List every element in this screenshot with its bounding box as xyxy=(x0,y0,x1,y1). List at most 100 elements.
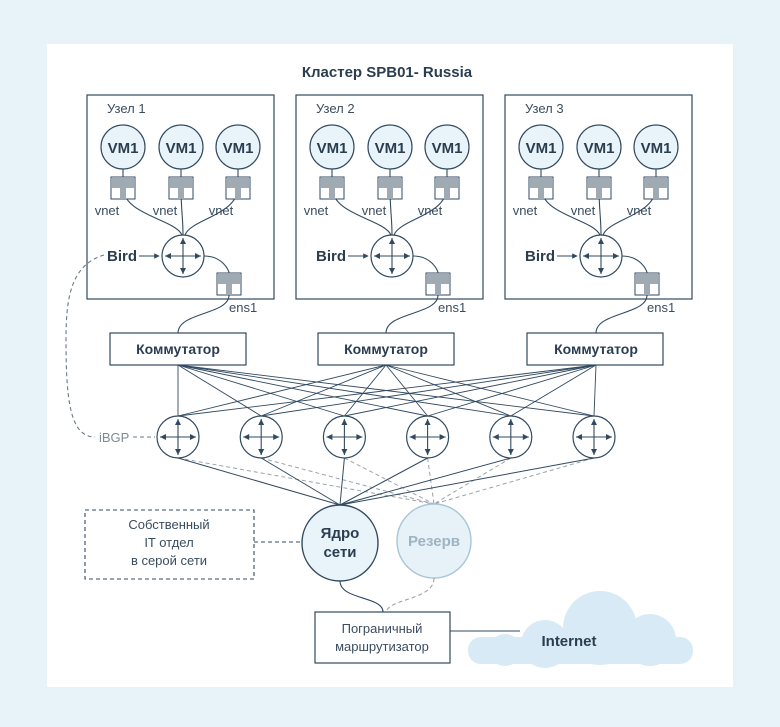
spine-core-link xyxy=(339,457,595,506)
vm-label: VM1 xyxy=(375,140,406,157)
vnet-label: vnet xyxy=(513,203,538,218)
switch-spine-link xyxy=(344,364,597,417)
border-router-line1: Пограничный xyxy=(342,621,423,636)
node-label: Узел 2 xyxy=(316,101,355,116)
spine-core-link xyxy=(339,457,511,506)
spine-core-link xyxy=(339,457,428,506)
border-router-box xyxy=(314,611,451,664)
spine-router-icon xyxy=(572,415,616,459)
switch-spine-link xyxy=(385,364,511,417)
vm-label: VM1 xyxy=(317,140,348,157)
vnet-port-icon xyxy=(225,176,251,200)
spine-reserve-link xyxy=(177,457,435,505)
node-1: Узел 1 VM1 VM1 VM1 vnet vnet vnet Bird xyxy=(86,94,275,315)
node-router-icon xyxy=(161,234,205,278)
vnet-label: vnet xyxy=(571,203,596,218)
vnet-port-icon xyxy=(110,176,136,200)
node-3: Узел 3 VM1 VM1 VM1 vnet vnet vnet Bird e… xyxy=(504,94,693,315)
spine-router-icon xyxy=(239,415,283,459)
vnet-label: vnet xyxy=(362,203,387,218)
vnet-label: vnet xyxy=(209,203,234,218)
switch-label: Коммутатор xyxy=(136,341,220,357)
router-uplink-link xyxy=(203,255,230,274)
it-department-box xyxy=(84,509,255,580)
switch-spine-link xyxy=(385,364,428,417)
vnet-port-icon xyxy=(168,176,194,200)
vnet-label: vnet xyxy=(627,203,652,218)
spine-reserve-link xyxy=(344,457,435,505)
internet-label: Internet xyxy=(541,633,596,650)
ens1-switch-link xyxy=(385,294,439,334)
ens1-switch-link xyxy=(177,294,230,334)
ens1-switch-link xyxy=(595,294,648,334)
spine-router-icon xyxy=(406,415,450,459)
node-label: Узел 3 xyxy=(525,101,564,116)
vm-label: VM1 xyxy=(526,140,557,157)
node-2: Узел 2 VM1 VM1 VM1 vnet vnet vnet Bird e… xyxy=(295,94,484,315)
bird-label: Bird xyxy=(525,248,555,265)
it-department-line2: IT отдел xyxy=(144,535,193,550)
ibgp-dashed-link xyxy=(65,254,105,438)
internet-cloud-icon xyxy=(468,591,693,668)
fabric-links xyxy=(177,364,597,506)
spine-reserve-link xyxy=(427,457,435,505)
spine-core-link xyxy=(339,457,345,506)
vm-label: VM1 xyxy=(108,140,139,157)
spine-reserve-link xyxy=(261,457,435,505)
switch-spine-link xyxy=(177,364,387,417)
spine-routers xyxy=(156,415,616,459)
switch-label: Коммутатор xyxy=(554,341,638,357)
vnet-port-icon xyxy=(319,176,345,200)
reserve-node: Резерв xyxy=(396,503,472,579)
vnet-port-icon xyxy=(643,176,669,200)
vm-label: VM1 xyxy=(166,140,197,157)
switch-3: Коммутатор xyxy=(526,332,664,366)
vm-label: VM1 xyxy=(641,140,672,157)
switch-spine-link xyxy=(510,364,597,417)
switch-spine-link xyxy=(261,364,597,417)
ens1-port-icon xyxy=(425,272,451,296)
core-label-line2: сети xyxy=(323,544,356,561)
spine-router-icon xyxy=(489,415,533,459)
switch-spine-link xyxy=(593,364,597,417)
ens1-label: ens1 xyxy=(647,300,675,315)
border-router-line2: маршрутизатор xyxy=(335,639,429,654)
router-uplink-link xyxy=(412,255,439,274)
reserve-label: Резерв xyxy=(408,533,460,550)
bird-label: Bird xyxy=(107,248,137,265)
spine-core-link xyxy=(260,457,341,506)
switch-2: Коммутатор xyxy=(317,332,455,366)
core-border-link xyxy=(339,580,384,613)
switch-spine-link xyxy=(344,364,387,417)
vm-label: VM1 xyxy=(432,140,463,157)
it-department-line3: в серой сети xyxy=(131,553,207,568)
vnet-port-icon xyxy=(528,176,554,200)
core-node: Ядро сети xyxy=(301,504,379,582)
core-label-line1: Ядро xyxy=(321,525,360,542)
vm-label: VM1 xyxy=(584,140,615,157)
vnet-port-icon xyxy=(434,176,460,200)
spine-core-link xyxy=(177,457,341,506)
node-router-icon xyxy=(370,234,414,278)
vnet-label: vnet xyxy=(95,203,120,218)
switch-spine-link xyxy=(385,364,595,417)
switch-label: Коммутатор xyxy=(344,341,428,357)
switch-1: Коммутатор xyxy=(109,332,247,366)
ibgp-label: iBGP xyxy=(99,430,129,445)
ens1-label: ens1 xyxy=(438,300,466,315)
switch-spine-link xyxy=(427,364,597,417)
ens1-port-icon xyxy=(216,272,242,296)
vnet-port-icon xyxy=(377,176,403,200)
vm-label: VM1 xyxy=(223,140,254,157)
spine-router-icon xyxy=(322,415,366,459)
ens1-port-icon xyxy=(634,272,660,296)
it-department-line1: Собственный xyxy=(128,517,209,532)
router-uplink-link xyxy=(621,255,648,274)
vnet-label: vnet xyxy=(418,203,443,218)
node-router-icon xyxy=(579,234,623,278)
switch-spine-link xyxy=(261,364,387,417)
node-label: Узел 1 xyxy=(107,101,146,116)
ens1-label: ens1 xyxy=(229,300,257,315)
vnet-label: vnet xyxy=(153,203,178,218)
